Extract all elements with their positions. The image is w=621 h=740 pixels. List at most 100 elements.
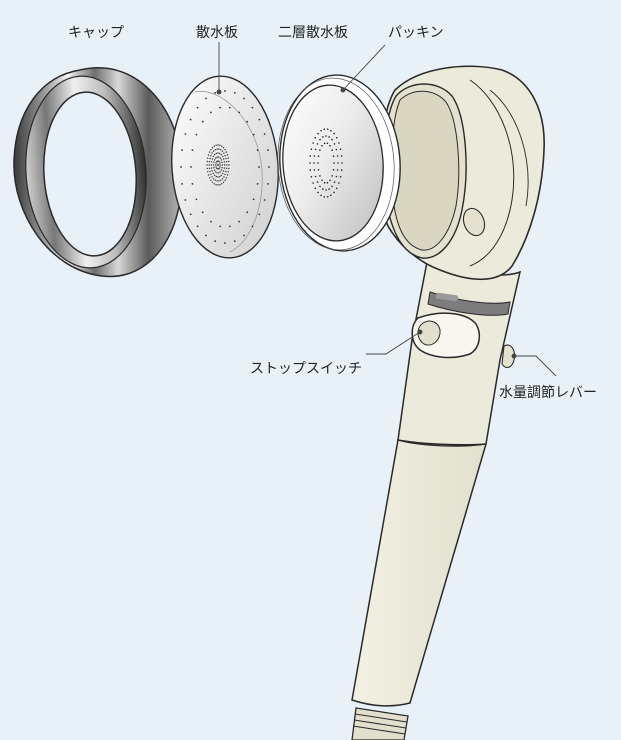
spray-hole xyxy=(267,149,269,152)
spray-hole xyxy=(214,153,216,156)
double-spray-hole xyxy=(335,136,338,139)
spray-hole xyxy=(215,166,217,168)
spray-hole xyxy=(227,157,229,159)
spray-hole xyxy=(227,171,229,173)
spray-hole xyxy=(212,155,214,158)
stop-switch xyxy=(411,312,481,359)
spray-hole xyxy=(220,174,222,177)
double-spray-hole xyxy=(314,175,317,178)
spray-hole xyxy=(220,159,223,161)
spray-hole xyxy=(219,166,221,168)
double-spray-hole xyxy=(326,128,329,130)
spray-hole xyxy=(219,175,221,178)
spray-hole xyxy=(252,198,255,201)
spray-hole xyxy=(224,179,226,181)
spray-hole xyxy=(221,167,223,169)
spray-hole xyxy=(206,167,208,170)
double-spray-hole xyxy=(312,182,314,184)
spray-hole xyxy=(221,183,223,185)
double-spray-hole xyxy=(335,187,338,190)
spray-hole xyxy=(219,144,221,146)
double-spray-hole xyxy=(331,175,333,177)
spray-hole xyxy=(238,111,241,114)
spray-hole xyxy=(207,174,210,176)
spray-hole xyxy=(219,106,222,109)
spray-hole xyxy=(221,161,223,163)
double-spray-hole xyxy=(340,169,343,171)
spray-hole xyxy=(210,220,212,223)
spray-hole xyxy=(228,160,230,163)
double-spray-hole xyxy=(330,129,332,132)
spray-hole xyxy=(216,172,218,174)
spray-hole xyxy=(210,173,212,176)
double-spray-hole xyxy=(331,138,333,141)
spray-hole xyxy=(209,157,211,160)
double-spray-hole xyxy=(332,169,335,171)
spray-hole xyxy=(228,164,230,166)
double-spray-hole xyxy=(312,142,314,144)
spray-hole xyxy=(201,211,204,214)
spray-hole xyxy=(181,183,184,185)
double-spray-hole xyxy=(338,142,340,144)
spray-hole xyxy=(208,167,211,169)
spray-hole xyxy=(210,167,213,169)
spray-hole xyxy=(210,164,213,166)
spray-hole xyxy=(213,145,215,147)
double-spray-hole xyxy=(339,176,342,178)
spray-hole xyxy=(226,164,228,166)
spray-hole xyxy=(222,172,224,175)
double-spray-hole xyxy=(340,155,343,157)
double-spray-hole xyxy=(309,162,311,164)
spray-hole xyxy=(191,149,194,152)
double-spray-hole xyxy=(326,142,329,145)
double-spray-hole xyxy=(337,162,339,164)
spray-hole xyxy=(219,184,221,186)
spray-hole xyxy=(215,171,217,173)
spray-hole xyxy=(195,198,198,201)
spray-hole xyxy=(246,211,249,214)
double-spray-hole xyxy=(341,162,343,164)
spray-hole xyxy=(217,144,219,146)
spray-hole xyxy=(223,170,225,172)
spray-hole xyxy=(216,180,218,182)
double-spray-hole xyxy=(319,185,321,188)
spray-hole xyxy=(215,162,217,164)
double-spray-hole xyxy=(325,189,327,191)
double-spray-hole xyxy=(333,181,336,183)
double-spray-hole xyxy=(338,182,340,184)
double-spray-hole xyxy=(329,144,331,147)
label-double-spray-plate: 二層散水板 xyxy=(278,25,348,41)
double-spray-hole xyxy=(323,142,326,145)
spray-holes xyxy=(180,90,270,244)
double-spray-hole xyxy=(313,162,315,164)
double-spray-hole xyxy=(333,162,335,164)
spray-hole xyxy=(224,154,226,157)
shower-head xyxy=(379,65,545,281)
spray-hole xyxy=(233,240,236,243)
spray-hole xyxy=(225,170,227,173)
spray-hole xyxy=(223,167,226,169)
double-spray-hole xyxy=(317,155,320,157)
double-spray-hole xyxy=(332,155,335,157)
spray-hole xyxy=(228,106,231,109)
shower-handle xyxy=(351,261,522,740)
spray-hole xyxy=(201,120,204,123)
label-packing: パッキン xyxy=(388,25,444,41)
spray-hole xyxy=(206,160,208,163)
spray-hole xyxy=(214,179,216,181)
spray-hole xyxy=(212,164,215,166)
double-spray-hole xyxy=(313,155,316,157)
spray-hole xyxy=(220,149,222,151)
spray-hole xyxy=(222,147,225,149)
spray-hole xyxy=(243,97,246,100)
label-flow-lever: 水量調節レバー xyxy=(499,385,597,401)
double-spray-hole xyxy=(317,191,319,194)
spray-hole xyxy=(251,106,254,109)
spray-hole xyxy=(222,155,224,158)
spray-hole xyxy=(223,164,226,166)
double-spray-hole xyxy=(319,149,321,151)
double-spray-hole xyxy=(326,196,329,198)
spray-hole xyxy=(224,173,226,176)
